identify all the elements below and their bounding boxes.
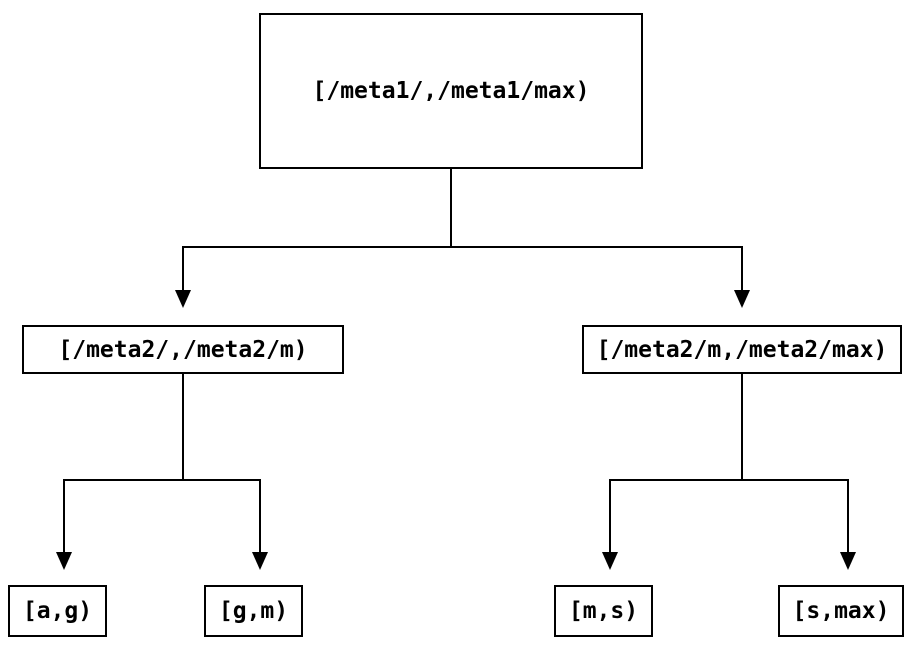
node-leaf-gm-label: [g,m): [218, 598, 289, 624]
arrowhead-leaf-gm-icon: [252, 552, 268, 570]
node-left-child-label: [/meta2/,/meta2/m): [58, 336, 308, 363]
arrowhead-leaf-ms-icon: [602, 552, 618, 570]
node-left-child: [/meta2/,/meta2/m): [22, 325, 344, 374]
arrowhead-leaf-smax-icon: [840, 552, 856, 570]
node-leaf-ms: [m,s): [554, 585, 653, 637]
node-right-child: [/meta2/m,/meta2/max): [582, 325, 902, 374]
node-leaf-smax-label: [s,max): [792, 598, 890, 624]
node-root-label: [/meta1/,/meta1/max): [312, 78, 590, 104]
node-leaf-smax: [s,max): [778, 585, 904, 637]
node-leaf-ms-label: [m,s): [568, 598, 639, 624]
arrowhead-leaf-ag-icon: [56, 552, 72, 570]
arrowhead-right-child-icon: [734, 290, 750, 308]
arrowhead-left-child-icon: [175, 290, 191, 308]
node-leaf-ag: [a,g): [8, 585, 107, 637]
node-right-child-label: [/meta2/m,/meta2/max): [596, 336, 888, 363]
node-root: [/meta1/,/meta1/max): [259, 13, 643, 169]
node-leaf-ag-label: [a,g): [22, 598, 93, 624]
node-leaf-gm: [g,m): [204, 585, 303, 637]
